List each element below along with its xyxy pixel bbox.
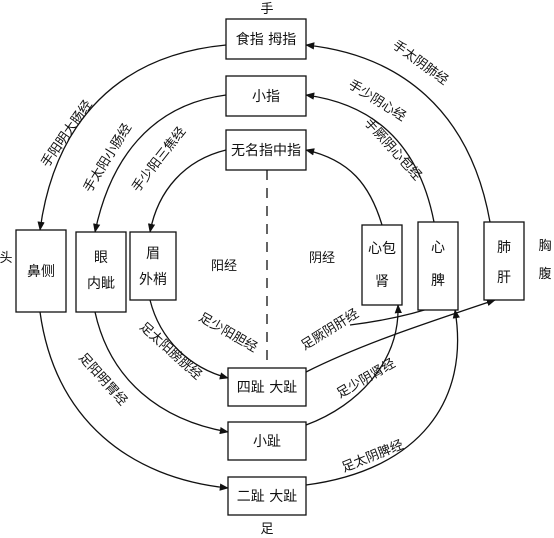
arc-middle-bottom-left: [94, 311, 229, 435]
box-ring-middle: [225, 129, 307, 171]
box-toe-4-big-text: 四趾 大趾: [237, 380, 297, 396]
box-heart-spleen-text-1: 心: [431, 240, 445, 256]
box-little-finger: [225, 75, 307, 117]
arc-inner-bottom-right: [305, 299, 496, 373]
box-little-finger-text: 小指: [252, 89, 280, 105]
label-hand-yangming-li: 手阳明大肠经: [39, 98, 96, 171]
label-hand-shaoyin-heart: 手少阴心经: [345, 77, 408, 124]
box-nose-side: [15, 229, 67, 313]
box-heart-spleen: [417, 221, 459, 311]
box-pericardium-kidney-text-2: 肾: [375, 274, 389, 290]
box-eye-inner-text-2: 内眦: [87, 276, 115, 292]
box-little-toe: [227, 421, 307, 461]
label-hand-taiyang-si: 手太阳小肠经: [81, 121, 135, 195]
box-brow-outer-text-2: 外梢: [139, 272, 167, 288]
arc-outer-bottom-left: [39, 311, 229, 491]
label-foot-shaoyin-kidney: 足少阴肾经: [334, 356, 398, 401]
box-toe-2-big-text: 二趾 大趾: [237, 489, 297, 505]
box-eye-inner: [75, 231, 127, 313]
arc-middle-top-left: [93, 94, 227, 233]
box-nose-side-text: 鼻侧: [27, 263, 55, 280]
box-heart-spleen-text-2: 脾: [431, 273, 445, 289]
label-hand: 手: [260, 2, 273, 17]
arc-middle-bottom-right: [305, 304, 402, 426]
arc-inner-top-right: [305, 148, 383, 226]
label-head: 头: [0, 251, 13, 266]
arc-inner-top-left: [147, 149, 227, 233]
box-lung-liver: [483, 221, 525, 301]
arc-outer-top-right: [305, 42, 491, 223]
box-thumb-index: [225, 18, 307, 60]
label-yang-meridians: 阳经: [211, 259, 237, 274]
label-foot-jueyin-liver: 足厥阴肝经: [299, 306, 362, 353]
box-pericardium-kidney-text-1: 心包: [368, 241, 396, 257]
box-ring-middle-text: 无名指中指: [231, 143, 301, 159]
label-foot-taiyang-bl: 足太阳膀胱经: [136, 319, 205, 383]
box-toe-4-big: [227, 367, 307, 407]
arc-inner-bottom-left: [149, 299, 229, 380]
box-little-toe-text: 小趾: [253, 434, 281, 450]
box-toe-2-big: [227, 476, 307, 516]
label-foot-taiyin-spleen: 足太阴脾经: [340, 438, 406, 476]
label-hand-jueyin-pericardium: 手厥阴心包经: [361, 116, 424, 184]
arc-middle-top-right: [305, 92, 435, 223]
label-yin-meridians: 阴经: [309, 251, 335, 266]
region-labels: 阳经 阴经: [211, 251, 335, 274]
label-foot: 足: [260, 522, 273, 537]
box-lung-liver-text-1: 肺: [497, 240, 511, 256]
label-abdomen: 腹: [538, 266, 551, 282]
box-eye-inner-text-1: 眼: [94, 250, 108, 266]
label-hand-shaoyang-sj: 手少阳三焦经: [129, 124, 189, 195]
box-brow-outer-text-1: 眉: [146, 246, 160, 262]
label-chest: 胸: [538, 239, 551, 254]
box-brow-outer: [129, 231, 177, 301]
label-foot-yangming-st: 足阳明胃经: [75, 350, 130, 408]
box-lung-liver-text-2: 肝: [497, 270, 511, 286]
label-foot-shaoyang-gb: 足少阳胆经: [196, 310, 260, 355]
box-thumb-index-text: 食指 拇指: [236, 31, 296, 48]
box-pericardium-kidney: [361, 224, 403, 306]
label-hand-taiyin-lung: 手太阴肺经: [389, 38, 450, 88]
arc-outer-top-left: [37, 44, 227, 231]
arc-outer-bottom-right: [305, 309, 460, 486]
boxes: 食指 拇指 小指 无名指中指 鼻侧 眼 内眦 眉 外梢 心包 肾 心 脾 肺 肝…: [15, 18, 525, 516]
